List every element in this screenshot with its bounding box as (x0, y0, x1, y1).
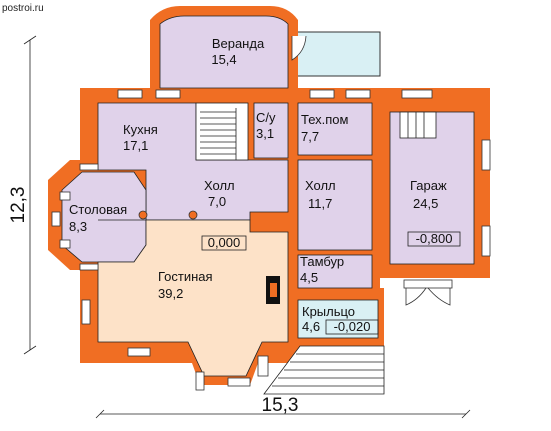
fireplace-hearth (270, 283, 277, 297)
stairs (200, 108, 237, 160)
room-name-hall-1: Холл (204, 178, 235, 193)
room-area-living: 39,2 (158, 286, 183, 301)
windows (51, 89, 491, 391)
dimension-height: 12,3 (8, 187, 29, 224)
level-mark-living: 0,000 (208, 235, 241, 250)
room-name-hall-2: Холл (305, 178, 336, 193)
level-box-porch (325, 319, 379, 335)
room-name-dining: Столовая (69, 202, 127, 217)
room-name-living: Гостиная (158, 269, 213, 284)
room-name-vestibule: Тамбур (300, 254, 344, 269)
column-left (138, 210, 148, 220)
room-name-kitchen: Кухня (123, 122, 158, 137)
garage-stair (399, 111, 437, 139)
room-area-hall-1: 7,0 (208, 194, 226, 209)
room-area-garage: 24,5 (413, 196, 438, 211)
room-area-kitchen: 17,1 (123, 138, 148, 153)
level-mark-garage: -0,800 (416, 231, 453, 246)
level-box-living (201, 235, 247, 251)
room-name-tech-room: Тех.пом (301, 112, 349, 127)
room-area-vestibule: 4,5 (300, 270, 318, 285)
room-area-dining: 8,3 (69, 219, 87, 234)
room-area-bathroom: 3,1 (256, 126, 274, 141)
room-name-veranda: Веранда (212, 36, 265, 51)
room-area-hall-2: 11,7 (308, 196, 332, 211)
room-name-porch: Крыльцо (302, 304, 355, 319)
column-right (188, 210, 198, 220)
level-mark-porch: -0,020 (334, 319, 371, 334)
dimension-width: 15,3 (262, 395, 299, 416)
room-area-porch: 4,6 (302, 319, 320, 334)
room-area-tech-room: 7,7 (301, 129, 319, 144)
level-box-garage (407, 231, 461, 247)
room-name-bathroom: С/у (256, 110, 276, 125)
room-area-veranda: 15,4 (211, 52, 236, 67)
veranda-door (291, 35, 307, 61)
porch-steps (263, 345, 385, 395)
room-fills (61, 15, 475, 377)
room-name-garage: Гараж (410, 178, 447, 193)
site-label: postroi.ru (2, 3, 44, 14)
garage-doors (403, 279, 453, 306)
dimension-lines (23, 35, 471, 419)
